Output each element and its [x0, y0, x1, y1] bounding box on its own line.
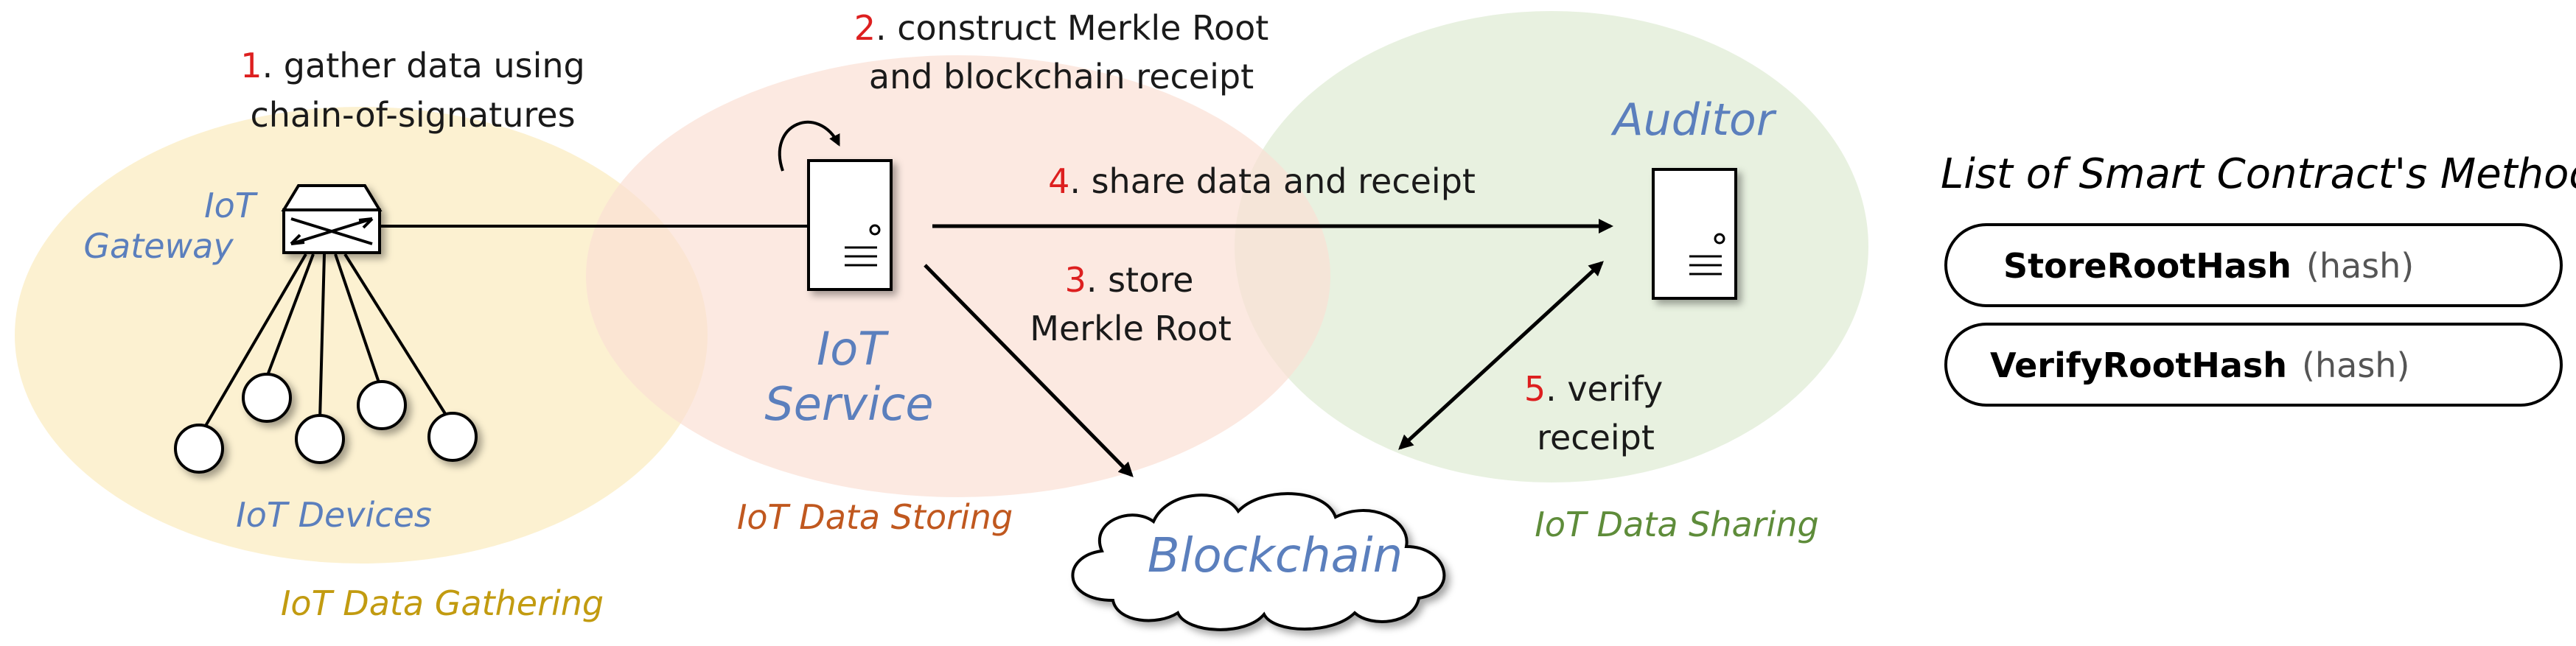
blockchain-label: Blockchain: [1148, 529, 1403, 583]
data-storing-region: [586, 55, 1330, 497]
blockchain-cloud-icon: [1071, 492, 1446, 631]
step5-label: 5. verify: [1524, 369, 1663, 409]
step3-label-line2: Merkle Root: [1030, 309, 1231, 348]
iot-device-node: [357, 380, 407, 430]
step4-label: 4. share data and receipt: [1048, 161, 1476, 201]
step5-label-line2: receipt: [1537, 418, 1655, 457]
step3-label: 3. store: [1065, 260, 1194, 300]
service-label-line1: IoT: [817, 322, 889, 376]
iot-device-nodes: [174, 373, 478, 474]
gateway-label-line2: Gateway: [83, 226, 234, 266]
service-label-line2: Service: [764, 377, 933, 431]
step2-self-loop-arrow: [778, 121, 840, 172]
method-store-text: StoreRootHash(hash): [2003, 246, 2414, 286]
sharing-region-label: IoT Data Sharing: [1535, 505, 1818, 544]
step2-label-line2: and blockchain receipt: [869, 57, 1254, 96]
auditor-server-icon: [1652, 168, 1737, 300]
storing-region-label: IoT Data Storing: [737, 497, 1013, 537]
step5-verify-arrow: [1398, 261, 1604, 450]
data-sharing-region: [1235, 11, 1868, 482]
step2-label: 2. construct Merkle Root: [854, 8, 1269, 48]
step1-label-line2: chain-of-signatures: [250, 95, 575, 135]
iot-device-node: [295, 414, 345, 464]
auditor-label: Auditor: [1610, 94, 1777, 146]
iot-service-server-icon: [807, 159, 893, 291]
device-wires: [199, 253, 450, 436]
devices-label: IoT Devices: [236, 495, 432, 535]
gathering-region-label: IoT Data Gathering: [281, 583, 604, 623]
method-verify-text: VerifyRootHash(hash): [1990, 345, 2409, 385]
step1-label: 1. gather data using: [240, 46, 584, 85]
gateway-label-line1: IoT: [204, 186, 259, 225]
contract-title: List of Smart Contract's Methods: [1941, 150, 2576, 198]
iot-device-node: [427, 412, 478, 462]
method-verify-pill: [1944, 323, 2563, 407]
step3-store-arrow: [924, 264, 1134, 477]
iot-device-node: [174, 424, 224, 474]
gateway-icon: [281, 184, 383, 254]
method-store-pill: [1944, 223, 2563, 307]
iot-device-node: [242, 373, 292, 423]
